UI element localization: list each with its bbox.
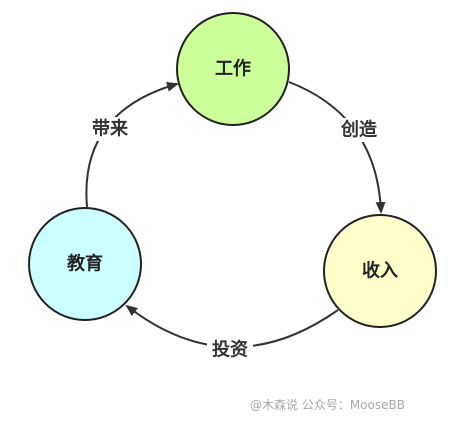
arrow-work-to-income [288,81,386,214]
edge-label-invest: 投资 [212,339,248,361]
node-education: 教育 [28,207,142,321]
edge-label-create: 创造 [340,119,377,141]
node-income-circle [323,214,437,328]
edge-label-bring: 带来 [92,119,129,140]
node-work: 工作 [176,12,290,126]
arrow-education-to-work [85,81,179,208]
node-education-circle [28,207,142,321]
node-work-label: 工作 [215,58,251,80]
node-income: 收入 [323,214,437,328]
watermark-credit: @木森说 公众号：MooseBB [250,398,405,412]
node-income-label: 收入 [362,260,398,282]
node-work-circle [176,12,290,126]
node-education-label: 教育 [67,253,103,275]
